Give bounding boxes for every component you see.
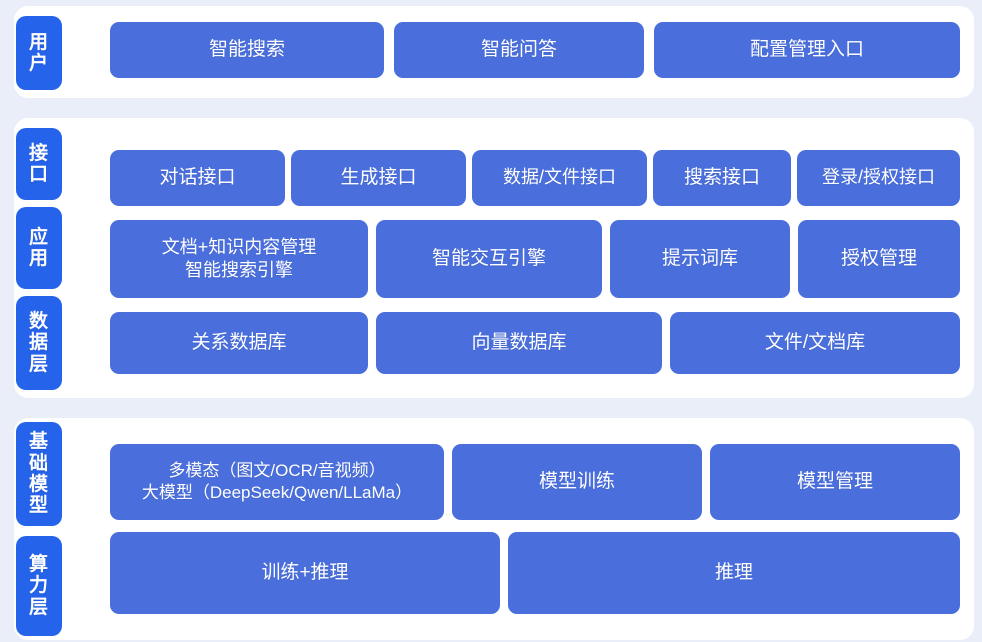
node-card[interactable]: 智能交互引擎 bbox=[376, 220, 602, 298]
node-card[interactable]: 授权管理 bbox=[798, 220, 960, 298]
node-card[interactable]: 向量数据库 bbox=[376, 312, 662, 374]
node-card[interactable]: 模型管理 bbox=[710, 444, 960, 520]
node-card[interactable]: 文件/文档库 bbox=[670, 312, 960, 374]
node-card[interactable]: 搜索接口 bbox=[653, 150, 791, 206]
node-card[interactable]: 模型训练 bbox=[452, 444, 702, 520]
node-card[interactable]: 生成接口 bbox=[291, 150, 466, 206]
layer-tab-interface[interactable]: 接口 bbox=[16, 128, 62, 200]
node-card[interactable]: 数据/文件接口 bbox=[472, 150, 647, 206]
layer-tab-data[interactable]: 数据层 bbox=[16, 296, 62, 390]
node-card[interactable]: 推理 bbox=[508, 532, 960, 614]
node-card[interactable]: 智能搜索 bbox=[110, 22, 384, 78]
node-card[interactable]: 训练+推理 bbox=[110, 532, 500, 614]
layer-tab-compute-label: 算力层 bbox=[28, 554, 49, 618]
layer-tab-application-label: 应用 bbox=[28, 226, 49, 269]
layer-tab-foundation-model-label: 基础模型 bbox=[28, 431, 49, 517]
layer-tab-compute[interactable]: 算力层 bbox=[16, 536, 62, 636]
node-card[interactable]: 文档+知识内容管理 智能搜索引擎 bbox=[110, 220, 368, 298]
layer-tab-user-label: 用户 bbox=[28, 31, 49, 74]
layer-tab-data-label: 数据层 bbox=[28, 311, 49, 375]
node-card[interactable]: 多模态（图文/OCR/音视频） 大模型（DeepSeek/Qwen/LLaMa） bbox=[110, 444, 444, 520]
node-card[interactable]: 对话接口 bbox=[110, 150, 285, 206]
node-card[interactable]: 登录/授权接口 bbox=[797, 150, 960, 206]
node-card[interactable]: 关系数据库 bbox=[110, 312, 368, 374]
layer-tab-application[interactable]: 应用 bbox=[16, 207, 62, 289]
node-card[interactable]: 配置管理入口 bbox=[654, 22, 960, 78]
node-card[interactable]: 提示词库 bbox=[610, 220, 790, 298]
layer-tab-interface-label: 接口 bbox=[28, 142, 49, 185]
layer-tab-foundation-model[interactable]: 基础模型 bbox=[16, 422, 62, 526]
layer-tab-user[interactable]: 用户 bbox=[16, 16, 62, 90]
node-card[interactable]: 智能问答 bbox=[394, 22, 644, 78]
